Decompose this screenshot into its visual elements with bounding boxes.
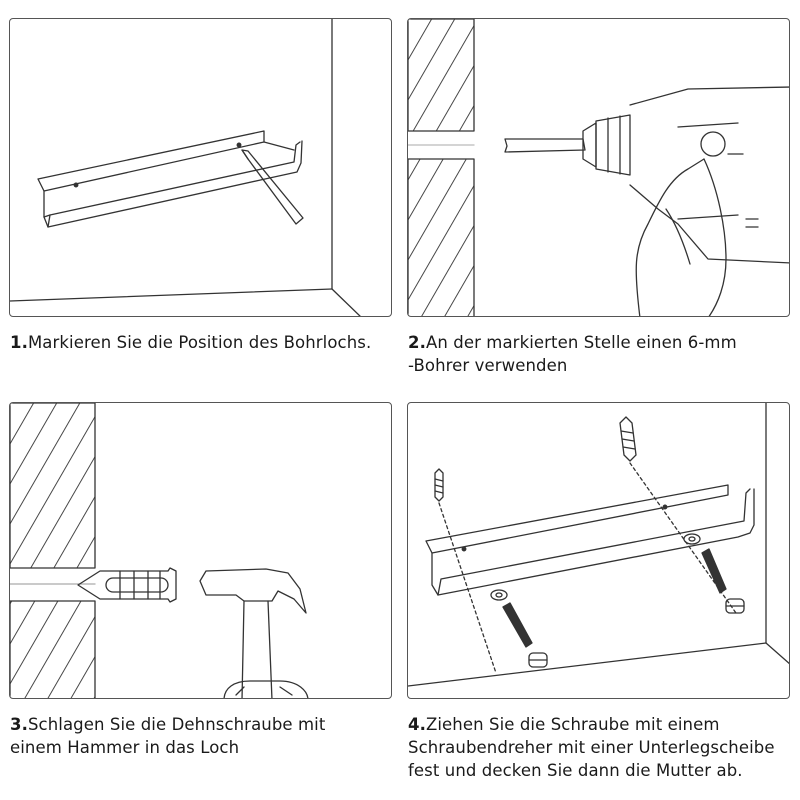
screw-icon (502, 548, 727, 648)
step-number: 1. (10, 333, 28, 352)
towel-bar (37, 130, 303, 228)
wall-anchor-icon (77, 567, 177, 603)
step-1-caption: 1.Markieren Sie die Position des Bohrloc… (10, 331, 395, 354)
cap-nut-icon (528, 598, 745, 668)
step-number: 3. (10, 715, 28, 734)
drill-icon (504, 86, 789, 264)
step-2-caption: 2.An der markierten Stelle einen 6-mm -B… (408, 331, 793, 377)
step-text: fest und decken Sie dann die Mutter ab. (408, 761, 743, 780)
wall-hatched (408, 19, 475, 316)
step-text: An der markierten Stelle einen 6-mm (425, 333, 737, 352)
step-text: Markieren Sie die Position des Bohrlochs… (27, 333, 372, 352)
step-1-illustration (9, 18, 392, 317)
pencil-icon (241, 149, 304, 225)
step-text: -Bohrer verwenden (408, 356, 568, 375)
assembly-guides (438, 462, 737, 674)
step-3-caption: 3.Schlagen Sie die Dehnschraube mit eine… (10, 713, 395, 759)
wall-corner (10, 19, 361, 316)
step-text: Schlagen Sie die Dehnschraube mit (27, 715, 326, 734)
step-number: 4. (408, 715, 426, 734)
wall-hatched (10, 403, 96, 698)
wall-plug-icon (434, 416, 637, 502)
step-3-illustration (9, 402, 392, 699)
step-text: einem Hammer in das Loch (10, 738, 240, 757)
wall-corner (408, 403, 789, 687)
towel-bar (425, 484, 755, 596)
washer-icon (490, 533, 701, 601)
step-4-illustration (407, 402, 790, 699)
hammer-icon (199, 568, 309, 698)
step-number: 2. (408, 333, 426, 352)
step-4-caption: 4.Ziehen Sie die Schraube mit einem Schr… (408, 713, 796, 782)
step-2-illustration (407, 18, 790, 317)
hand-icon (635, 158, 727, 316)
step-text: Ziehen Sie die Schraube mit einem (425, 715, 720, 734)
step-text: Schraubendreher mit einer Unterlegscheib… (408, 738, 775, 757)
